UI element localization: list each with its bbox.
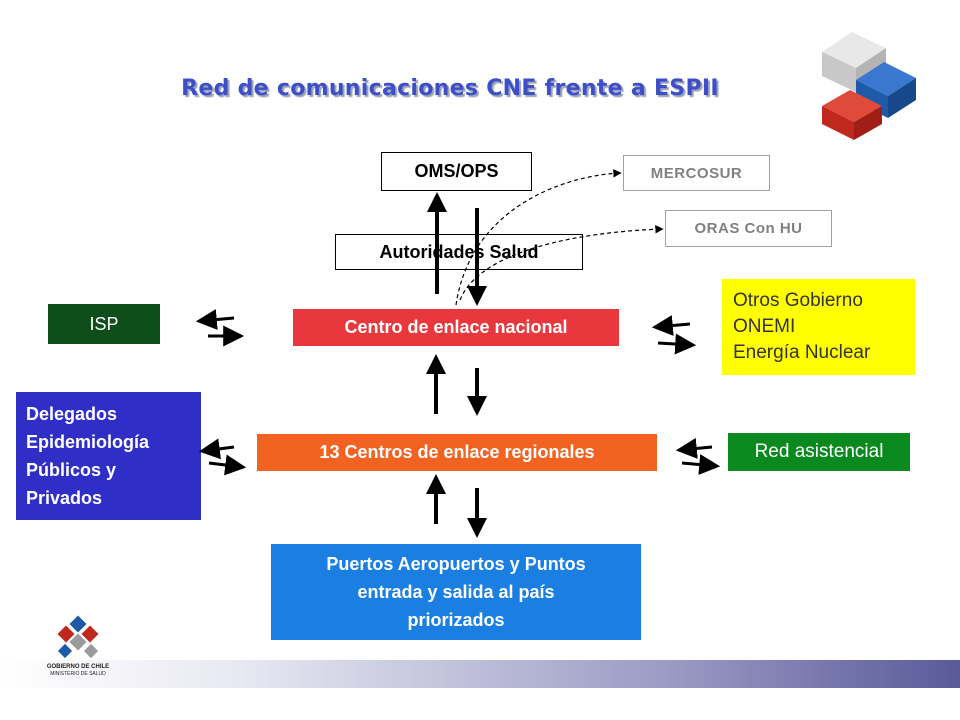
logo-name: GOBIERNO DE CHILE xyxy=(46,664,110,670)
arrow-to-red-asistencial xyxy=(681,454,721,475)
mercosur-label: MERCOSUR xyxy=(650,164,743,182)
delegados-line-3: Públicos y xyxy=(26,460,117,480)
page-title: Red de comunicaciones CNE frente a ESPII xyxy=(181,76,719,101)
autoridades-salud-node: Autoridades Salud xyxy=(335,234,583,270)
delegados-node: Delegados Epidemiología Públicos y Priva… xyxy=(16,392,201,520)
logo-subtitle: MINISTERIO DE SALUD xyxy=(50,671,106,677)
arrow-to-delegados xyxy=(198,438,235,460)
delegados-line-2: Epidemiología xyxy=(26,432,150,452)
oras-label: ORAS Con HU xyxy=(694,220,803,237)
arrow-to-otros-gobierno xyxy=(657,333,697,355)
isp-label: ISP xyxy=(89,313,119,334)
isp-node: ISP xyxy=(48,304,160,344)
centros-regionales-label: 13 Centros de enlace regionales xyxy=(319,442,595,462)
centro-nacional-label: Centro de enlace nacional xyxy=(344,317,568,337)
puertos-line-2: entrada y salida al país xyxy=(357,582,555,602)
arrow-from-delegados xyxy=(208,454,247,476)
footer-bar xyxy=(0,660,960,688)
otros-gobierno-line-3: Energía Nuclear xyxy=(733,342,871,363)
puertos-line-3: priorizados xyxy=(407,610,505,630)
red-asistencial-label: Red asistencial xyxy=(754,441,884,462)
centros-regionales-node: 13 Centros de enlace regionales xyxy=(257,434,657,471)
oms-ops-node: OMS/OPS xyxy=(381,152,532,191)
otros-gobierno-node: Otros Gobierno ONEMI Energía Nuclear xyxy=(722,279,915,375)
oms-ops-label: OMS/OPS xyxy=(414,161,499,181)
autoridades-salud-label: Autoridades Salud xyxy=(379,241,539,262)
oras-node: ORAS Con HU xyxy=(665,210,832,247)
mercosur-node: MERCOSUR xyxy=(623,155,770,191)
otros-gobierno-line-1: Otros Gobierno xyxy=(733,290,863,311)
delegados-line-1: Delegados xyxy=(26,404,118,424)
delegados-line-4: Privados xyxy=(26,488,103,508)
red-asistencial-node: Red asistencial xyxy=(728,433,910,471)
puertos-line-1: Puertos Aeropuertos y Puntos xyxy=(326,554,586,574)
arrow-to-regionales-right xyxy=(675,437,713,459)
arrow-to-centro-nacional-right xyxy=(651,315,691,336)
gobierno-logo-text: GOBIERNO DE CHILE MINISTERIO DE SALUD xyxy=(38,664,118,678)
arrow-to-isp xyxy=(195,309,235,330)
otros-gobierno-line-2: ONEMI xyxy=(733,316,796,337)
centro-nacional-node: Centro de enlace nacional xyxy=(293,309,619,346)
puertos-node: Puertos Aeropuertos y Puntos entrada y s… xyxy=(271,544,641,640)
